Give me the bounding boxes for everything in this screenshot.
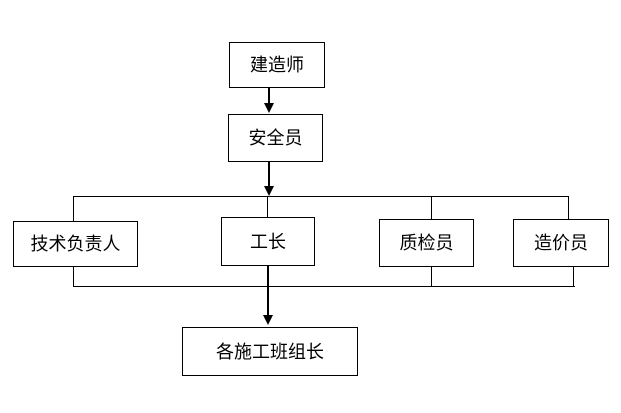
drop-to-technical-director-line	[73, 196, 74, 221]
drop-to-quality-inspector-line	[431, 196, 432, 219]
node-safety-officer: 安全员	[228, 114, 323, 162]
top-bus-line	[73, 196, 569, 197]
connector-bus-to-team-leaders-line	[267, 266, 269, 315]
drop-to-foreman-line	[267, 196, 268, 217]
riser-from-cost-estimator-line	[573, 267, 574, 286]
arrowhead-down-icon	[263, 315, 273, 325]
node-constructor: 建造师	[229, 42, 325, 88]
bottom-bus-line	[73, 286, 575, 287]
drop-to-cost-estimator-line	[568, 196, 569, 219]
riser-from-quality-inspector-line	[431, 267, 432, 286]
arrowhead-down-icon	[264, 103, 274, 113]
node-foreman: 工长	[221, 217, 315, 266]
node-team-leaders: 各施工班组长	[182, 327, 358, 376]
arrowhead-down-icon	[264, 186, 274, 196]
node-cost-estimator: 造价员	[513, 219, 609, 267]
node-technical-director: 技术负责人	[13, 221, 138, 267]
connector-constructor-to-safety-line	[268, 88, 270, 103]
node-quality-inspector: 质检员	[379, 219, 474, 267]
riser-from-technical-director-line	[73, 267, 74, 286]
connector-safety-to-bus-line	[268, 162, 270, 186]
